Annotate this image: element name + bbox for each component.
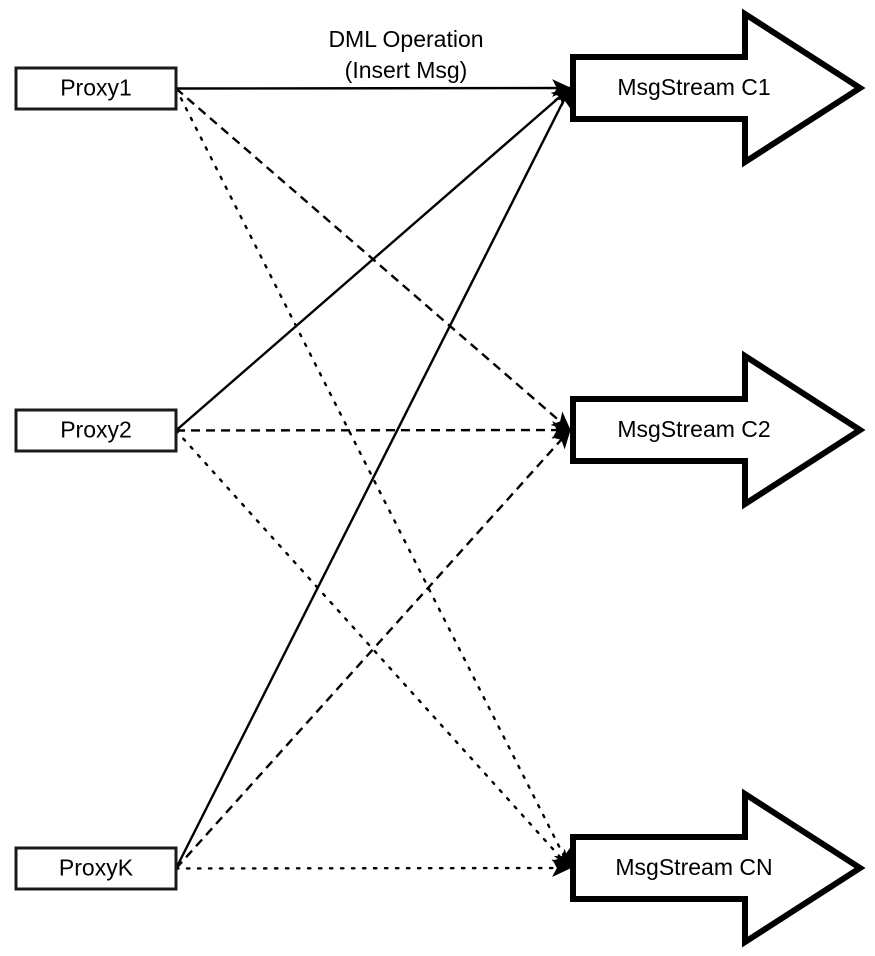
proxy-label: Proxy2 xyxy=(60,417,132,443)
proxy-label: Proxy1 xyxy=(60,75,132,101)
link-proxy2-to-c2 xyxy=(175,421,572,439)
proxy-node-proxyk[interactable]: ProxyK xyxy=(14,846,178,891)
link-proxy1-to-cn xyxy=(174,87,572,870)
msgstream-node-c1[interactable]: MsgStream C1 xyxy=(570,8,866,168)
proxy-box-rect xyxy=(14,846,178,891)
link-proxy2-to-c1 xyxy=(175,87,571,432)
msgstream-arrow-shape xyxy=(570,788,866,948)
msgstream-arrow-shape xyxy=(570,350,866,510)
msgstream-label: MsgStream C2 xyxy=(617,416,770,442)
msgstream-label: MsgStream C1 xyxy=(617,74,770,100)
link-proxy1-to-c1 xyxy=(175,79,572,97)
msgstream-node-c2[interactable]: MsgStream C2 xyxy=(570,350,866,510)
link-proxyk-to-c2 xyxy=(175,429,571,870)
msgstream-arrow-shape xyxy=(570,8,866,168)
proxy-node-proxy1[interactable]: Proxy1 xyxy=(14,66,178,111)
link-proxy2-to-cn xyxy=(174,429,572,870)
proxy-label: ProxyK xyxy=(59,855,134,881)
edge-caption-line-1: DML Operation xyxy=(328,26,483,52)
link-proxyk-to-cn xyxy=(174,859,572,877)
proxy-box-rect xyxy=(14,408,178,453)
edge-caption-line-2: (Insert Msg) xyxy=(345,57,468,83)
connector-links xyxy=(174,79,572,877)
link-proxyk-to-c1 xyxy=(174,86,572,870)
msgstream-label: MsgStream CN xyxy=(615,854,772,880)
proxy-node-proxy2[interactable]: Proxy2 xyxy=(14,408,178,453)
proxy-box-rect xyxy=(14,66,178,111)
msgstream-nodes: MsgStream C1 MsgStream C2 MsgStream CN xyxy=(570,8,866,948)
edge-caption: DML Operation (Insert Msg) xyxy=(328,26,483,83)
msgstream-node-cn[interactable]: MsgStream CN xyxy=(570,788,866,948)
